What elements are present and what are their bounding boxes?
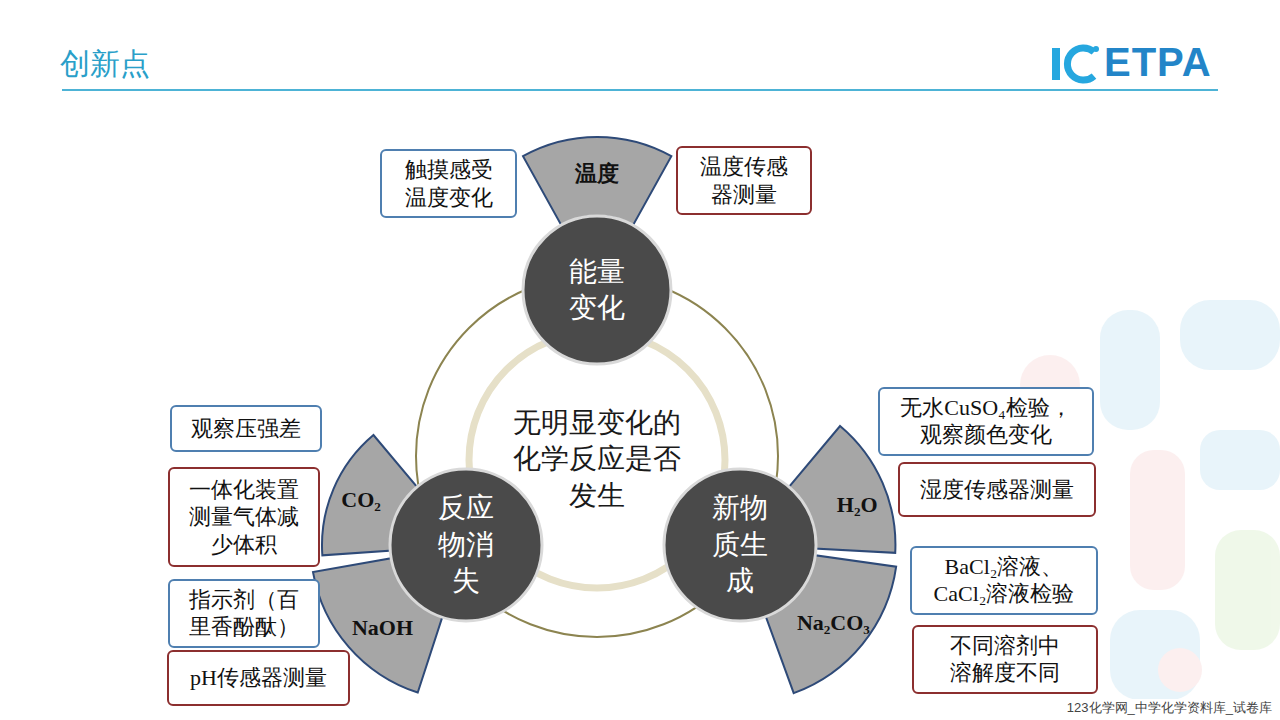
method-box: pH传感器测量 [167,650,350,706]
method-text: 指示剂（百里香酚酞） [186,586,303,641]
substance-formula: NaOH [352,615,413,641]
method-text: BaCl₂溶液、CaCl₂溶液检验 [925,553,1083,608]
method-text: 触摸感受温度变化 [401,156,496,211]
method-text: 不同溶剂中溶解度不同 [947,632,1064,687]
category-circle: 反应物消失 [388,467,544,623]
logo-text: ETPA [1104,40,1212,85]
category-circle: 能量变化 [521,214,673,366]
method-box: 不同溶剂中溶解度不同 [912,625,1098,694]
central-question: 无明显变化的化学反应是否发生 [510,405,684,514]
method-text: pH传感器测量 [190,664,327,692]
method-box: BaCl₂溶液、CaCl₂溶液检验 [910,546,1098,615]
method-text: 一体化装置测量气体减少体积 [186,476,303,559]
method-box: 一体化装置测量气体减少体积 [168,467,320,567]
sector-label-anchor: CO₂ [341,487,381,513]
substance-formula: H₂O [837,492,878,518]
substance-formula: Na₂CO₃ [797,610,870,636]
method-box: 指示剂（百里香酚酞） [168,579,320,648]
category-circle: 新物质生成 [662,467,818,623]
category-text: 能量变化 [568,254,627,327]
method-box: 无水CuSO₄检验，观察颜色变化 [878,387,1094,456]
method-box: 湿度传感器测量 [898,462,1096,517]
method-text: 温度传感器测量 [697,153,792,208]
circle-outline [521,214,673,366]
sector-label-anchor: NaOH [352,615,413,641]
method-box: 触摸感受温度变化 [380,149,517,218]
category-text: 反应物消失 [437,490,496,599]
sector-label-anchor: Na₂CO₃ [797,610,870,636]
method-text: 观察压强差 [191,415,301,443]
method-text: 无水CuSO₄检验，观察颜色变化 [896,394,1076,449]
substance-formula: CO₂ [341,487,381,513]
logo-mark [1052,46,1099,80]
page-title: 创新点 [60,44,150,85]
category-text: 新物质生成 [711,490,770,599]
sector-label-anchor: H₂O [837,492,878,518]
title-rule [62,89,1218,91]
watermark: 123化学网_中学化学资料库_试卷库 [1065,699,1274,717]
method-box: 观察压强差 [170,405,322,452]
method-box: 温度传感器测量 [676,146,812,215]
sector-label-anchor: 温度 [575,159,619,189]
evidence-sector: 温度 [523,137,671,225]
substance-formula: 温度 [575,159,619,189]
method-text: 湿度传感器测量 [920,476,1074,504]
